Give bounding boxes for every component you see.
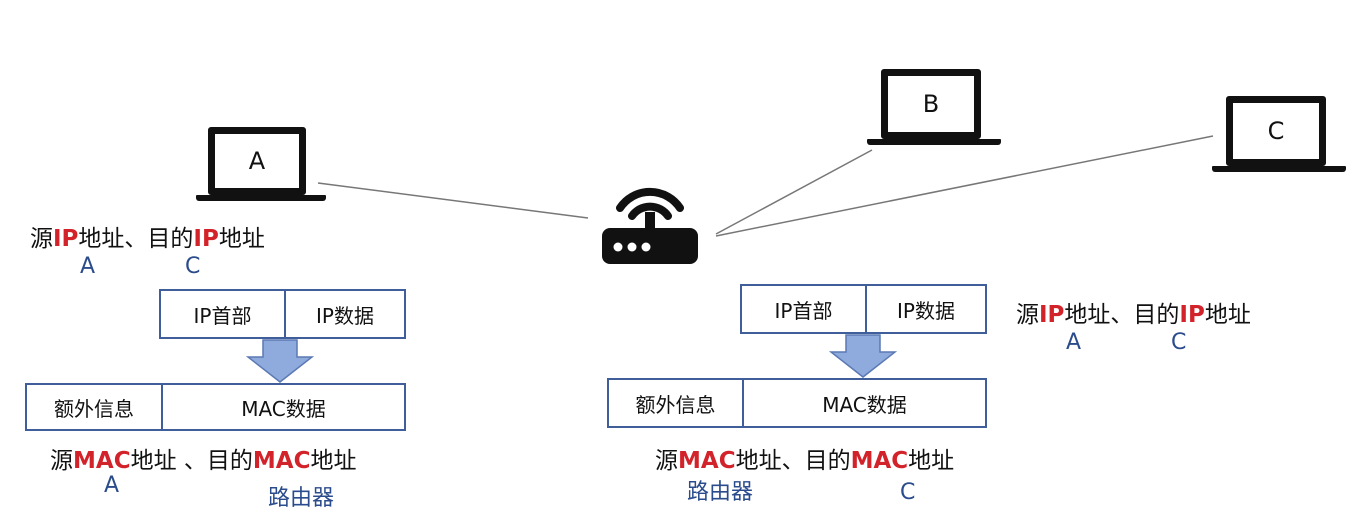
laptop-c: C	[1212, 96, 1346, 178]
left-ip-src-prefix: 源	[30, 226, 53, 252]
left-mac-dst-value: 路由器	[268, 486, 335, 511]
laptop-a-screen: A	[208, 127, 306, 195]
left-mac-dst-suffix: 地址	[310, 448, 357, 474]
right-frame-extra-cell: 额外信息	[635, 392, 716, 417]
right-mac-frame: 额外信息 MAC数据	[607, 378, 987, 428]
laptop-a-label: A	[248, 147, 266, 175]
left-ip-header-cell: IP首部	[193, 303, 252, 328]
right-ip-dst-value: C	[1171, 330, 1187, 355]
right-mac-dst-suffix: 地址	[908, 448, 955, 474]
link-router-b	[715, 149, 873, 235]
right-ip-address-line: 源IP地址、目的IP地址	[1016, 295, 1251, 329]
left-ip-src-keyword: IP	[53, 226, 79, 252]
left-mac-src-value: A	[104, 473, 120, 498]
right-mac-src-keyword: MAC	[678, 448, 736, 474]
left-mac-dst-keyword: MAC	[252, 448, 311, 474]
link-a-router	[317, 182, 589, 219]
wifi-router-icon	[602, 187, 698, 264]
right-mac-mid-text: 地址、目的	[735, 448, 851, 474]
right-ip-dst-suffix: 地址	[1204, 302, 1251, 328]
laptop-b-label: B	[922, 90, 940, 118]
left-mac-address-line: 源MAC地址 、目的MAC地址	[50, 441, 356, 475]
laptop-c-label: C	[1267, 117, 1285, 145]
left-mac-frame: 额外信息 MAC数据	[25, 383, 406, 431]
laptop-a: A	[196, 127, 326, 207]
laptop-c-base	[1212, 166, 1346, 172]
right-down-arrow	[829, 334, 897, 378]
right-mac-src-prefix: 源	[655, 448, 678, 474]
left-frame-data-cell: MAC数据	[161, 385, 404, 429]
right-ip-src-keyword: IP	[1039, 302, 1065, 328]
left-mac-src-keyword: MAC	[73, 448, 131, 474]
right-ip-dst-keyword: IP	[1179, 302, 1205, 328]
laptop-b-screen: B	[881, 69, 981, 139]
right-ip-data-cell: IP数据	[865, 286, 985, 332]
right-mac-src-value: 路由器	[687, 480, 754, 505]
left-ip-packet: IP首部 IP数据	[159, 289, 406, 339]
link-router-c	[715, 135, 1214, 237]
left-mac-mid-text: 地址 、目的	[130, 448, 253, 474]
laptop-b: B	[867, 69, 1001, 151]
left-ip-data-cell: IP数据	[284, 291, 404, 337]
left-frame-extra-cell: 额外信息	[54, 396, 134, 421]
left-down-arrow	[246, 339, 314, 383]
left-ip-dst-value: C	[185, 254, 201, 279]
left-ip-address-line: 源IP地址、目的IP地址	[30, 219, 265, 253]
right-ip-header-cell: IP首部	[774, 298, 833, 323]
right-mac-dst-value: C	[900, 480, 916, 505]
laptop-c-screen: C	[1226, 96, 1326, 166]
laptop-b-base	[867, 139, 1001, 145]
right-ip-src-prefix: 源	[1016, 302, 1039, 328]
left-ip-src-value: A	[80, 254, 96, 279]
left-ip-dst-suffix: 地址	[218, 226, 265, 252]
right-mac-dst-keyword: MAC	[850, 448, 909, 474]
right-frame-data-cell: MAC数据	[742, 380, 985, 426]
left-mac-src-prefix: 源	[50, 448, 73, 474]
laptop-a-base	[196, 195, 326, 201]
right-ip-src-value: A	[1066, 330, 1082, 355]
right-mac-address-line: 源MAC地址、目的MAC地址	[655, 441, 954, 475]
right-ip-mid-text: 地址、目的	[1064, 302, 1180, 328]
left-ip-dst-keyword: IP	[193, 226, 219, 252]
left-ip-mid-text: 地址、目的	[78, 226, 194, 252]
right-ip-packet: IP首部 IP数据	[740, 284, 987, 334]
